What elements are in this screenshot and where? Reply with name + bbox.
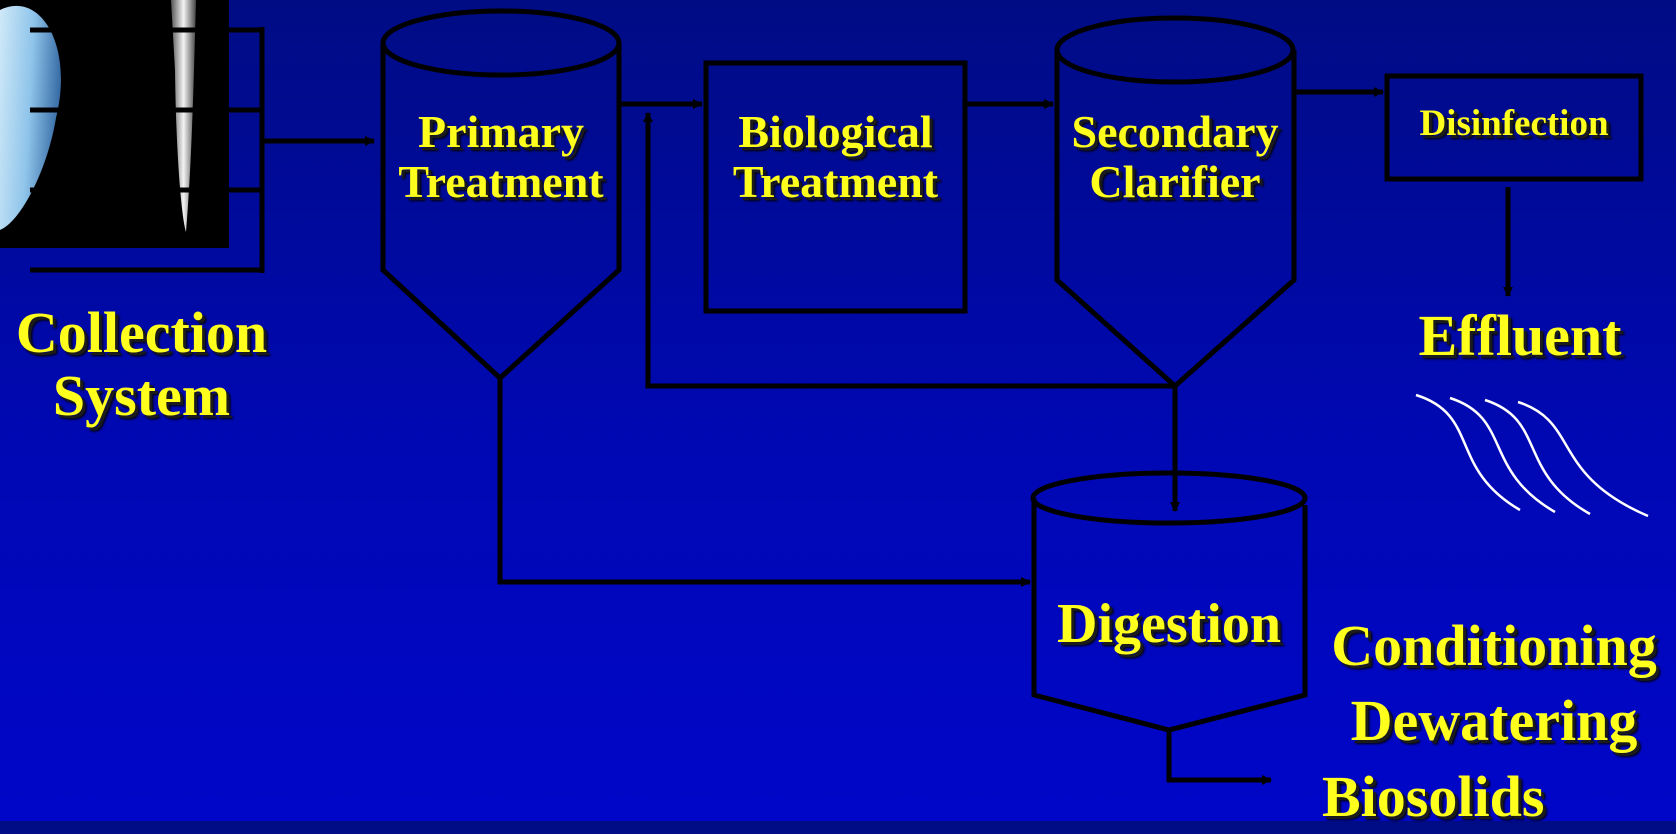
collection-system-label: Collection System [4, 300, 279, 428]
biological-treatment-label: Biological Treatment [709, 107, 962, 206]
primary-treatment-label: Primary Treatment [386, 107, 616, 206]
post-processing-label: Conditioning Dewatering Biosolids [1318, 608, 1670, 834]
effluent-label-text: Effluent [1418, 303, 1622, 368]
conditioning-label: Conditioning [1331, 613, 1657, 678]
secondary-clarifier-label-line1: Secondary [1071, 106, 1279, 157]
primary-treatment-label-line1: Primary [417, 106, 585, 157]
collection-manifold [30, 27, 265, 273]
primary-treatment-label-line2: Treatment [398, 155, 604, 207]
flow-arrows [263, 87, 1513, 785]
arrow-digestion-to-biosolids [1166, 730, 1272, 785]
collection-system-image [0, 0, 229, 248]
secondary-clarifier-label-line2: Clarifier [1089, 155, 1261, 207]
return-sludge-line [643, 112, 1175, 389]
effluent-label: Effluent [1395, 303, 1645, 368]
disinfection-box [1384, 73, 1644, 182]
arrow-primary-to-digestion [497, 378, 1031, 587]
biosolids-label: Biosolids [1322, 763, 1545, 829]
collection-system-label-line2: System [52, 362, 231, 428]
digestion-label: Digestion [1034, 593, 1304, 655]
effluent-waves [1415, 393, 1649, 518]
disinfection-label-text: Disinfection [1419, 103, 1609, 144]
digestion-label-text: Digestion [1057, 593, 1281, 655]
dewatering-label: Dewatering [1350, 688, 1638, 754]
secondary-clarifier-label: Secondary Clarifier [1055, 107, 1295, 206]
collection-system-label-line1: Collection [15, 300, 268, 365]
biological-treatment-box [703, 60, 968, 314]
disinfection-label: Disinfection [1390, 104, 1638, 144]
biological-treatment-label-line1: Biological [738, 106, 933, 157]
biological-treatment-label-line2: Treatment [732, 155, 939, 207]
